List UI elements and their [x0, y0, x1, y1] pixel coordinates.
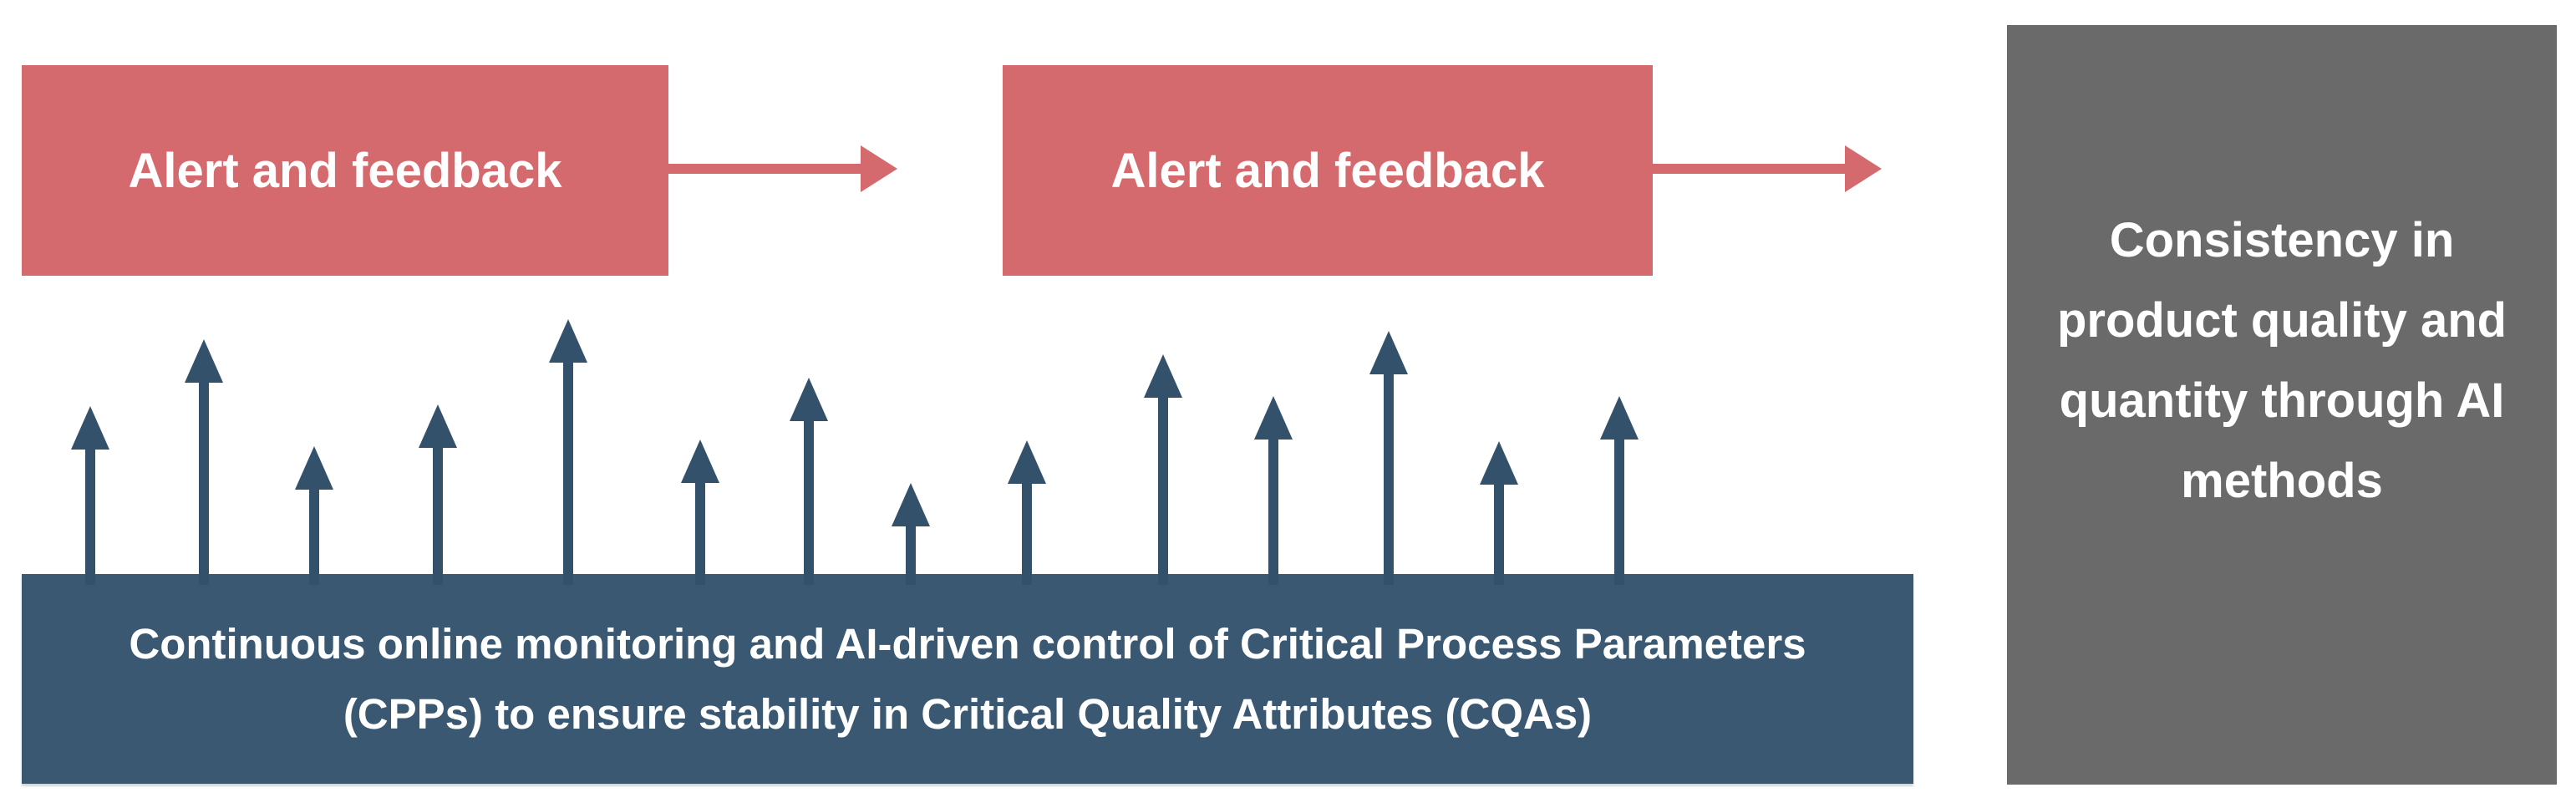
up-arrow-head-icon — [295, 446, 333, 490]
up-arrow-shaft — [1158, 398, 1168, 585]
up-arrow-head-icon — [185, 339, 223, 383]
up-arrow-shaft — [1614, 440, 1624, 585]
process-bar-label: Continuous online monitoring and AI-driv… — [129, 619, 1806, 738]
up-arrow-head-icon — [681, 440, 719, 483]
flow-arrow-head-icon — [861, 145, 897, 192]
alert-feedback-box-2: Alert and feedback — [1003, 65, 1653, 276]
up-arrow-head-icon — [71, 406, 109, 450]
up-arrow — [71, 406, 109, 585]
up-arrow-shaft — [309, 490, 319, 585]
alert-feedback-label-2: Alert and feedback — [1110, 143, 1545, 198]
up-arrow-head-icon — [419, 404, 457, 448]
up-arrow — [1369, 331, 1408, 585]
up-arrow — [1600, 396, 1639, 585]
up-arrow-shaft — [804, 421, 814, 585]
flow-arrow-head-icon — [1845, 145, 1882, 192]
up-arrow-head-icon — [1008, 440, 1046, 484]
up-arrow-shaft — [1268, 440, 1278, 585]
up-arrow-shaft — [199, 383, 209, 585]
up-arrow-shaft — [695, 483, 705, 585]
up-arrow-head-icon — [1480, 441, 1518, 485]
up-arrow-shaft — [563, 363, 573, 585]
up-arrow-head-icon — [790, 378, 828, 421]
up-arrow — [419, 404, 457, 585]
flow-arrow-right-1 — [668, 145, 902, 192]
up-arrow-head-icon — [892, 483, 930, 526]
flow-arrow-line — [1653, 164, 1845, 174]
up-arrow-head-icon — [549, 319, 587, 363]
up-arrow — [549, 319, 587, 585]
up-arrow-shaft — [1022, 484, 1032, 585]
up-arrow-shaft — [433, 448, 443, 585]
up-arrow — [892, 483, 930, 585]
flow-arrow-line — [668, 164, 861, 174]
outcome-box: Consistency in product quality and quant… — [2007, 25, 2557, 785]
up-arrow — [1254, 396, 1293, 585]
up-arrow-head-icon — [1369, 331, 1408, 374]
alert-feedback-box-1: Alert and feedback — [22, 65, 668, 276]
process-bar: Continuous online monitoring and AI-driv… — [22, 574, 1913, 784]
up-arrow-shaft — [85, 450, 95, 585]
up-arrow-head-icon — [1600, 396, 1639, 440]
up-arrow — [185, 339, 223, 585]
up-arrow — [1144, 354, 1182, 585]
up-arrow-shaft — [906, 526, 916, 585]
flow-arrow-right-2 — [1653, 145, 1887, 192]
up-arrow-head-icon — [1144, 354, 1182, 398]
up-arrow — [295, 446, 333, 585]
up-arrow — [790, 378, 828, 585]
up-arrow — [1480, 441, 1518, 585]
up-arrow-head-icon — [1254, 396, 1293, 440]
up-arrow-shaft — [1384, 374, 1394, 585]
up-arrow — [1008, 440, 1046, 585]
up-arrow-shaft — [1494, 485, 1504, 585]
outcome-label: Consistency in product quality and quant… — [2056, 213, 2507, 508]
alert-feedback-label-1: Alert and feedback — [128, 143, 562, 198]
up-arrow — [681, 440, 719, 585]
